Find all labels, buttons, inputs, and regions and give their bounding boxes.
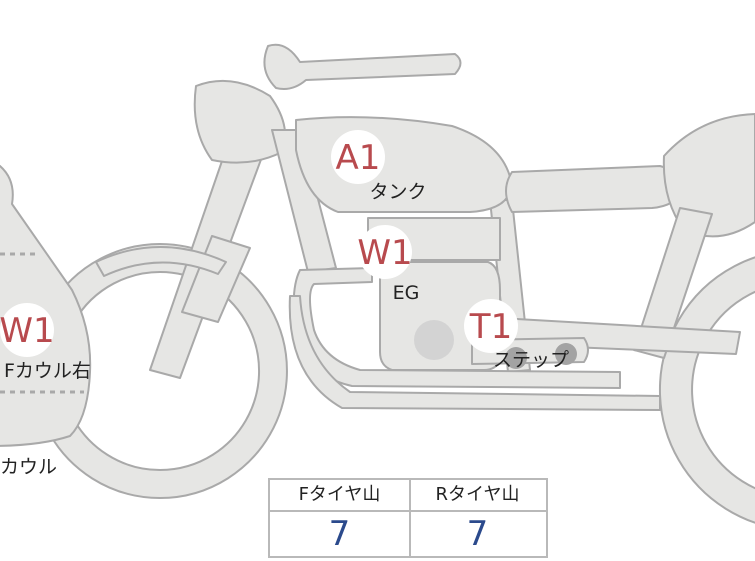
front-fender bbox=[95, 246, 227, 277]
seat bbox=[505, 165, 684, 213]
damage-dot-engine bbox=[414, 320, 454, 360]
badge-part-label: タンク bbox=[369, 181, 426, 203]
front-tire-column: Fタイヤ山 7 bbox=[270, 480, 411, 556]
rear-tire-label: Rタイヤ山 bbox=[409, 480, 546, 512]
damage-badge-step: T1 ステップ bbox=[464, 299, 569, 371]
badge-code: W1 bbox=[0, 311, 55, 351]
damage-badge-front-cowl-right: W1 Fカウル右 bbox=[0, 303, 91, 382]
damage-badge-engine: W1 EG bbox=[357, 225, 419, 304]
badge-code: A1 bbox=[336, 138, 381, 178]
rear-tire-value: 7 bbox=[466, 514, 489, 554]
exhaust-lower bbox=[288, 295, 661, 411]
badge-part-label: ステップ bbox=[493, 349, 569, 371]
rear-shock bbox=[633, 207, 713, 359]
cowl-partial-label: カウル bbox=[0, 456, 57, 478]
damage-badge-tank: A1 タンク bbox=[331, 130, 427, 203]
fork-tube bbox=[181, 235, 251, 323]
tail-section bbox=[662, 113, 755, 238]
damage-dot-step-right bbox=[555, 343, 577, 365]
badge-part-label: EG bbox=[393, 282, 420, 304]
tire-tread-table: Fタイヤ山 7 Rタイヤ山 7 bbox=[268, 478, 548, 558]
front-fairing bbox=[0, 164, 92, 447]
damage-dot-step-left bbox=[505, 347, 527, 369]
front-tire-value: 7 bbox=[328, 514, 351, 554]
front-tire-label: Fタイヤ山 bbox=[270, 480, 409, 512]
badge-part-label: Fカウル右 bbox=[4, 360, 91, 382]
badge-code: W1 bbox=[357, 233, 412, 273]
rear-tire-column: Rタイヤ山 7 bbox=[409, 480, 546, 556]
headlight bbox=[193, 79, 286, 164]
handlebar bbox=[263, 43, 462, 90]
badge-code: T1 bbox=[469, 307, 512, 347]
